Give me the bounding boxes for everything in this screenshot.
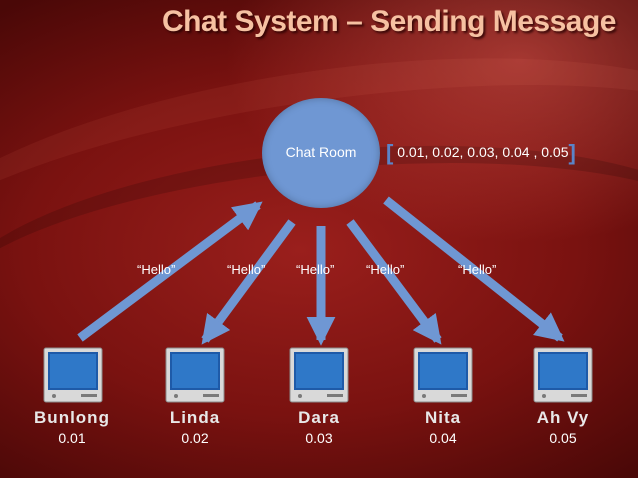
timestamp-item: 0.03 [467, 144, 495, 160]
user-name-label: Ah Vy [536, 408, 590, 427]
message-label: “Hello” [227, 262, 266, 277]
user-timestamp: 0.04 [429, 430, 457, 446]
user-timestamp: 0.02 [181, 430, 209, 446]
arrow-room-to-linda [201, 219, 296, 345]
timestamp-item: 0.05 [541, 144, 569, 160]
open-bracket: [ [386, 140, 394, 165]
timestamp-item: 0.01 [397, 144, 425, 160]
arrow-bunlong-to-room [77, 201, 263, 342]
message-label: “Hello” [458, 262, 497, 277]
computer-icon [289, 347, 349, 403]
user-name-label: Nita [424, 408, 462, 427]
user-name-label: Linda [169, 408, 221, 427]
arrow-room-to-ahvy [383, 196, 565, 342]
computer-icon [533, 347, 593, 403]
chat-room-node [262, 98, 380, 208]
computer-icon [413, 347, 473, 403]
slide-title: Chat System – Sending Message [162, 5, 617, 38]
message-label: “Hello” [366, 262, 405, 277]
close-bracket: ] [568, 140, 576, 165]
arrow-room-to-nita [346, 219, 442, 345]
chat-room-label: Chat Room [285, 144, 357, 160]
computer-icon [165, 347, 225, 403]
user-name-label: Bunlong [34, 408, 110, 427]
timestamp-item: 0.02 [432, 144, 460, 160]
computer-icon [43, 347, 103, 403]
user-timestamp: 0.05 [549, 430, 577, 446]
user-timestamp: 0.01 [58, 430, 86, 446]
chat-room-timestamp-list: [ 0.01, 0.02, 0.03, 0.04 , 0.05] [386, 140, 576, 165]
timestamp-item: 0.04 [502, 144, 530, 160]
user-timestamp: 0.03 [305, 430, 333, 446]
message-label: “Hello” [137, 262, 176, 277]
user-name-label: Dara [298, 408, 340, 427]
message-label: “Hello” [296, 262, 335, 277]
